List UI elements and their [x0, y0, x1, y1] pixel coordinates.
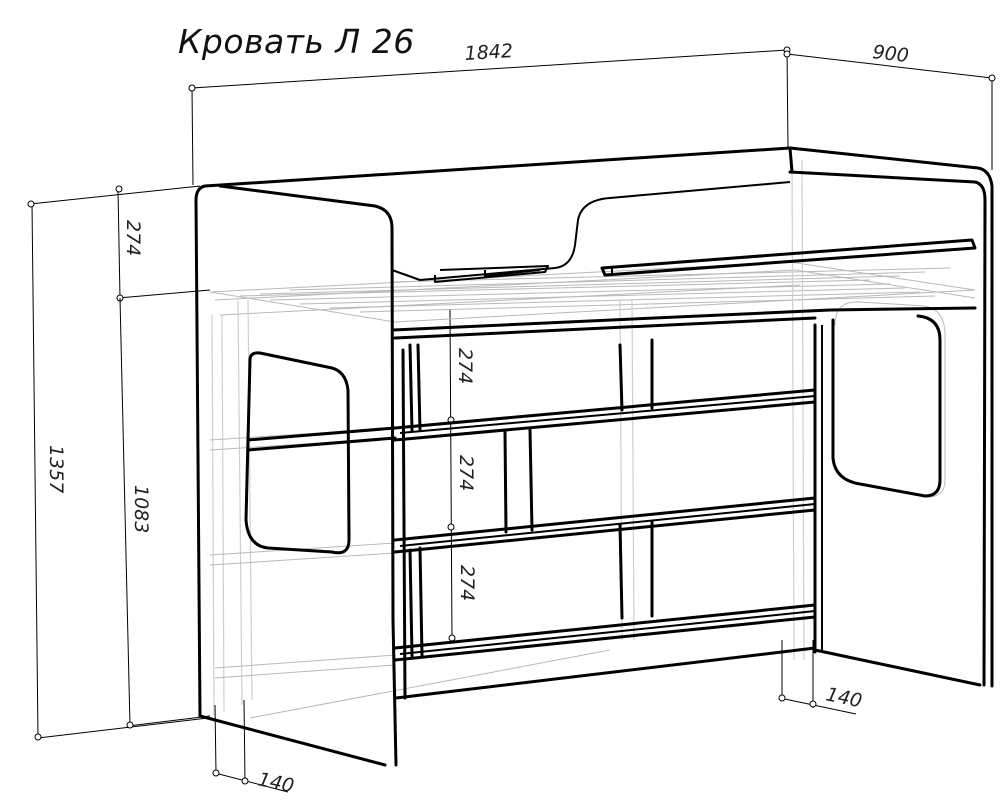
- dim-shelf-spacing-2: 274: [455, 455, 477, 491]
- dim-rail-height: 274: [122, 220, 144, 256]
- dim-shelf-spacing-1: 274: [454, 348, 476, 384]
- drawing-title: Кровать Л 26: [178, 22, 415, 61]
- dim-left-leg: 140: [256, 768, 296, 797]
- dimension-labels: 1842 900 1357 274 1083 274 274 274 140 1…: [45, 40, 910, 797]
- bed-structure: [194, 146, 994, 767]
- hidden-lines: [209, 159, 976, 719]
- dim-depth: 900: [871, 41, 910, 67]
- dim-total-height: 1357: [45, 445, 67, 493]
- dim-length: 1842: [464, 40, 514, 65]
- dim-shelf-spacing-3: 274: [456, 565, 478, 601]
- dimension-lines: [27, 46, 996, 793]
- dim-sleeping-height: 1083: [130, 485, 152, 533]
